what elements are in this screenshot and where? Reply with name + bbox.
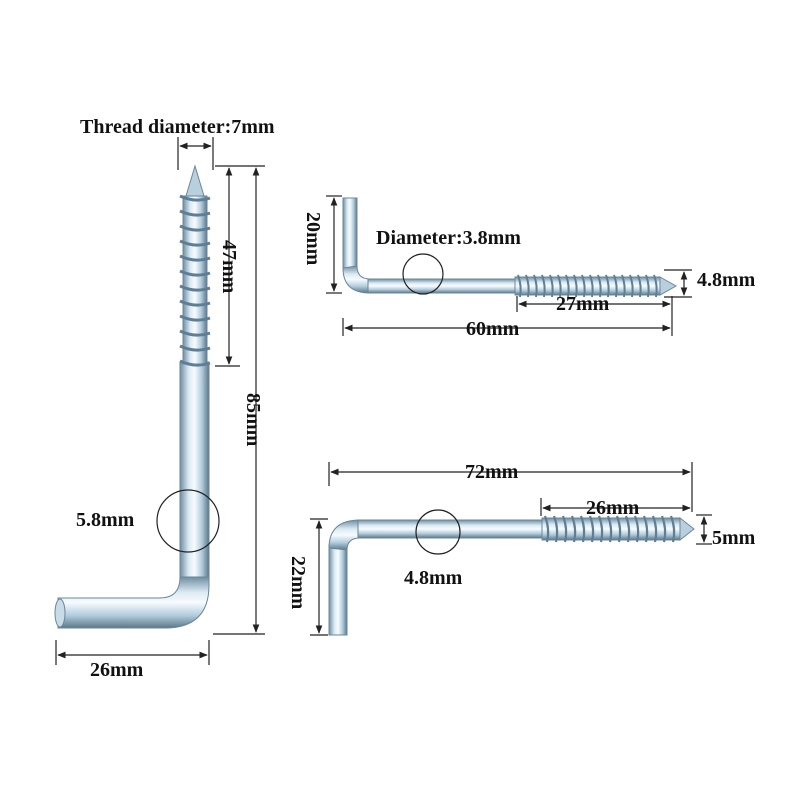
large-total-length-label: 85mm	[242, 393, 264, 447]
thread-ridge	[642, 515, 649, 543]
large-thread-length-label: 47mm	[218, 240, 240, 294]
hook-large-bend	[57, 576, 210, 629]
hook-medium-dimensions	[310, 462, 712, 636]
thread-ridge	[179, 284, 211, 292]
thread-diameter-label: Thread diameter:7mm	[80, 116, 275, 138]
medium-thread-diameter-label: 5mm	[712, 527, 756, 549]
thread-ridge	[179, 344, 211, 352]
thread-ridge	[179, 359, 211, 367]
thread-ridge	[549, 274, 554, 298]
thread-ridge	[179, 254, 211, 262]
medium-bend-height-label: 22mm	[287, 556, 309, 610]
hook-large	[54, 164, 220, 629]
thread-ridge	[669, 515, 676, 543]
thread-ridge	[179, 209, 211, 217]
hook-small-diameter-circle	[402, 253, 444, 295]
thread-ridge	[651, 515, 658, 543]
thread-ridge	[179, 299, 211, 307]
hook-large-thread	[179, 164, 211, 367]
large-shank-diameter-label: 5.8mm	[76, 509, 135, 531]
small-bend-height-label: 20mm	[302, 212, 324, 266]
hook-small	[342, 197, 678, 298]
small-total-length-label: 60mm	[466, 318, 520, 340]
thread-ridge	[179, 194, 211, 202]
thread-ridge	[588, 515, 595, 543]
thread-ridge	[565, 274, 570, 298]
thread-ridge	[597, 274, 602, 298]
thread-ridge	[543, 515, 550, 543]
medium-total-length-label: 72mm	[465, 461, 519, 483]
small-diameter-label: Diameter:3.8mm	[376, 227, 521, 249]
hook-large-shank	[179, 361, 210, 578]
large-bend-width-label: 26mm	[90, 659, 144, 681]
thread-ridge	[533, 274, 538, 298]
thread-ridge	[179, 314, 211, 322]
thread-ridge	[561, 515, 568, 543]
thread-ridge	[645, 274, 650, 298]
thread-ridge	[179, 269, 211, 277]
thread-ridge	[557, 274, 562, 298]
thread-ridge	[624, 515, 631, 543]
hook-large-dimensions	[55, 137, 265, 665]
thread-ridge	[179, 224, 211, 232]
small-thread-diameter-label: 4.8mm	[697, 269, 756, 291]
thread-ridge	[179, 329, 211, 337]
thread-ridge	[517, 274, 522, 298]
thread-ridge	[629, 274, 634, 298]
thread-ridge	[589, 274, 594, 298]
hook-medium-diameter-circle	[415, 509, 461, 555]
hook-medium	[328, 509, 695, 636]
hook-large-diameter-circle	[156, 489, 220, 553]
thread-ridge	[579, 515, 586, 543]
thread-ridge	[597, 515, 604, 543]
thread-ridge	[613, 274, 618, 298]
thread-ridge	[179, 239, 211, 247]
thread-ridge	[660, 515, 667, 543]
small-thread-length-label: 27mm	[556, 293, 610, 315]
thread-ridge	[570, 515, 577, 543]
medium-thread-length-label: 26mm	[586, 497, 640, 519]
thread-ridge	[637, 274, 642, 298]
thread-ridge	[581, 274, 586, 298]
thread-ridge	[653, 274, 658, 298]
thread-ridge	[621, 274, 626, 298]
thread-ridge	[573, 274, 578, 298]
thread-ridge	[633, 515, 640, 543]
medium-shank-diameter-label: 4.8mm	[404, 567, 463, 589]
hook-small-dimensions	[326, 195, 692, 336]
thread-ridge	[552, 515, 559, 543]
thread-ridge	[541, 274, 546, 298]
thread-ridge	[525, 274, 530, 298]
thread-ridge	[605, 274, 610, 298]
thread-ridge	[606, 515, 613, 543]
thread-ridge	[615, 515, 622, 543]
